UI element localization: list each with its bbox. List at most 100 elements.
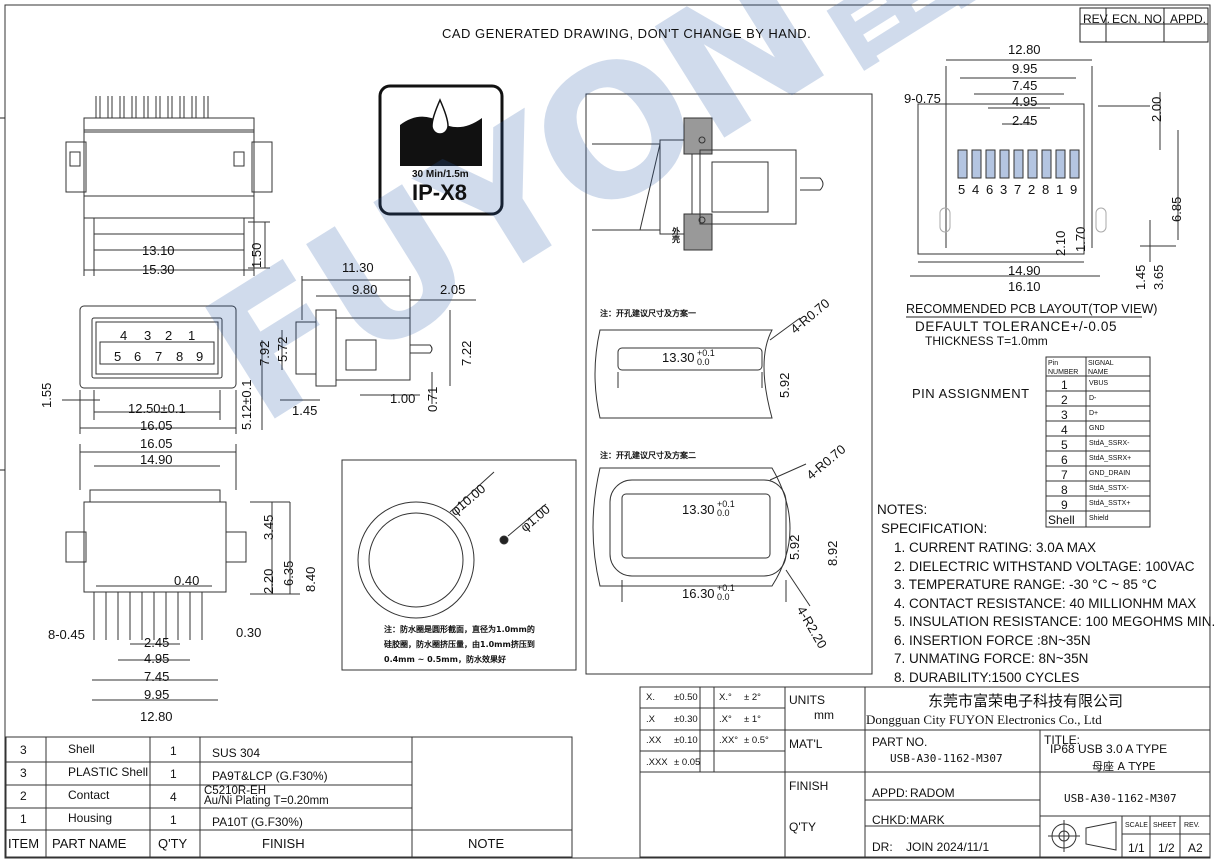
dim-face-5-12: 5.12±0.1 [239,379,254,430]
dim-cut2-h2: 8.92 [825,540,840,566]
dim-bot-16-05: 16.05 [140,436,173,451]
part-no-2: USB-A30-1162-M307 [1064,792,1177,805]
bom-head-part-name: PART NAME [52,836,127,851]
pin-table-pin: 7 [1061,468,1068,482]
pcb-pad [1041,149,1052,179]
bom-part-name: PLASTIC Shell [68,765,149,779]
ecn-label: ECN. NO. [1112,12,1166,26]
dim-bot-0-30: 0.30 [236,625,262,640]
bom-finish-2: Au/Ni Plating T=0.20mm [204,795,329,807]
dim-side-7-92: 7.92 [257,340,272,366]
face-view [62,305,263,434]
spec-item: 5. INSULATION RESISTANCE: 100 MEGOHMS MI… [894,614,1215,629]
drawing-border [4,4,1211,859]
spec-item: 7. UNMATING FORCE: 8N~35N [894,651,1089,666]
bom-finish: C5210R-EH [204,785,266,797]
bom-item: 1 [20,812,27,826]
dr-label: DR: [872,840,893,854]
chkd-value: MARK [910,813,945,827]
pin-table-signal: D- [1089,395,1097,402]
dim-front-1-50: 1.50 [249,242,264,268]
pin-table-signal: GND_DRAIN [1089,470,1131,477]
dim-bot-7-45: 7.45 [144,669,170,684]
pcb-thickness: THICKNESS T=1.0mm [925,334,1048,348]
dim-bot-8-40: 8.40 [303,566,318,592]
pin-table-signal: StdA_SSRX- [1089,440,1130,447]
dim-bot-8-0-45: 8-0.45 [48,627,85,642]
dim-pcb-14-90: 14.90 [1008,263,1041,278]
revision-box [1079,7,1209,43]
pcb-pin-number: 5 [958,182,966,197]
dim-front-15-30: 15.30 [142,262,175,277]
dim-pcb-6-85: 6.85 [1169,196,1184,222]
pin-table-lines [1045,356,1151,528]
ring-note-1: 注：防水圈是圆形截面，直径为1.0mm的 [384,625,535,634]
dim-face-1-55: 1.55 [39,382,54,408]
pin-table-signal: StdA_SSTX+ [1089,500,1131,507]
tol-key: X. [646,692,655,703]
cut-note-1: 注：开孔建议尺寸及方案一 [600,309,696,318]
pcb-pad [985,149,996,179]
pin-table-pin: 8 [1061,483,1068,497]
face-pin-top-4: 4 [120,328,128,343]
appd-label: APPD. [1170,12,1207,26]
tol-value: ±0.30 [674,713,698,725]
dim-side-1-45: 1.45 [292,403,318,418]
dim-bot-0-40: 0.40 [174,573,200,588]
dim-pcb-9-0-75: 9-0.75 [904,91,941,106]
title-line-1: IP68 USB 3.0 A TYPE [1050,742,1168,756]
ring-note-2: 硅胶圈，防水圈挤压量，由1.0mm挤压到 [384,640,535,649]
dim-cut2-w: 13.30 [682,502,715,517]
material-label: MAT'L [789,737,823,751]
units-value: mm [814,708,834,722]
pin-table-pin: 9 [1061,498,1068,512]
notes-title: NOTES: [877,502,928,517]
pin-table-signal: StdA_SSRX+ [1089,455,1132,462]
ring-view [341,459,577,671]
bom-finish: PA9T&LCP (G.F30%) [212,769,328,783]
pcb-pad [1013,149,1024,179]
tol-value: ± 0.05 [674,756,701,768]
company-cn: 东莞市富荣电子科技有限公司 [928,692,1124,710]
rev-label: REV. [1083,12,1110,26]
cut-note-2: 注：开孔建议尺寸及方案二 [600,451,696,460]
qty-label: Q'TY [789,820,816,834]
dim-cut1-w: 13.30 [662,350,695,365]
dim-side-7-22: 7.22 [459,340,474,366]
dim-pcb-1-45: 1.45 [1133,264,1148,290]
pin-table-signal: Shield [1089,515,1109,522]
bottom-view [65,444,300,701]
spec-item: 2. DIELECTRIC WITHSTAND VOLTAGE: 100VAC [894,558,1195,574]
tol-value: ±0.10 [674,735,698,746]
pcb-pad [971,149,982,179]
dim-pcb-3-65: 3.65 [1151,264,1166,290]
pin-table-signal: VBUS [1089,380,1109,387]
pcb-pin-number: 1 [1056,182,1064,197]
dim-cut1-h: 5.92 [777,372,792,398]
pcb-pin-number: 4 [972,182,980,197]
pcb-pad [1027,149,1038,179]
chkd-label: CHKD: [872,813,910,827]
angle-key: X.° [719,692,732,703]
pin-table-pin: 2 [1061,393,1068,407]
bom-part-name: Contact [68,788,110,802]
dim-pcb-2-00: 2.00 [1149,96,1164,122]
face-pin-top-1: 1 [188,328,196,343]
bom-table-lines [5,736,573,858]
bom-head-finish: FINISH [262,836,305,851]
shell-cn-label: 外壳 [672,227,680,244]
spec-item: 1. CURRENT RATING: 3.0A MAX [894,540,1097,555]
pin-assignment-label: PIN ASSIGNMENT [912,386,1030,401]
scale-label: SCALE [1125,822,1148,829]
spec-item: 6. INSERTION FORCE :8N~35N [894,632,1091,648]
appd-value: RADOM [910,786,955,800]
appd-label-tb: APPD: [872,786,909,800]
dim-pcb-4-95: 4.95 [1012,94,1038,109]
tol-key: .X [646,713,655,725]
dim-pcb-2-45: 2.45 [1012,113,1038,128]
face-pin-bot-6: 6 [134,349,142,364]
dim-bot-12-80: 12.80 [140,709,173,724]
tol-cut2-w2-zero: 0.0 [717,592,730,602]
bom-head-qty: Q'TY [158,836,188,851]
pcb-pin-number: 2 [1028,182,1036,197]
